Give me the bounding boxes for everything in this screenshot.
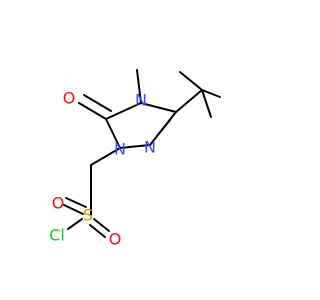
- bond-ring-c3-n4: [140, 102, 177, 113]
- bond-sulfur-chlorine: [67, 218, 83, 230]
- chemical-structure-diagram: O N N N S O O Cl: [49, 69, 221, 249]
- atom-label-layer: O N N N S O O Cl: [49, 89, 156, 249]
- atom-label-nitrogen-1: N: [114, 140, 126, 159]
- bond-ring-n4-c5: [105, 102, 142, 120]
- bond-ring-n2-c3-secondary: [156, 119, 171, 137]
- bond-sulfur-oxygen-bottom-secondary: [89, 224, 106, 238]
- atom-label-nitrogen-2: N: [144, 138, 156, 157]
- bond-tbutyl-methyl-top: [179, 71, 203, 91]
- bond-sulfur-oxygen-left-primary: [65, 197, 87, 208]
- bond-sulfur-oxygen-bottom-primary: [93, 218, 110, 232]
- bond-carbonyl-secondary: [83, 94, 112, 112]
- bond-n1-ch2: [90, 147, 121, 166]
- atom-label-nitrogen-4: N: [135, 91, 147, 110]
- atom-label-sulfur: S: [83, 206, 93, 225]
- bond-ring-c5-n1: [105, 118, 121, 149]
- atom-label-oxygen-sulfonyl-left: O: [52, 194, 65, 213]
- bond-tbutyl-ring: [175, 89, 203, 113]
- bond-n4-methyl: [136, 69, 142, 104]
- bond-tbutyl-methyl-right: [201, 89, 221, 98]
- bond-ring-n1-n2: [119, 144, 151, 149]
- atom-label-oxygen-carbonyl: O: [63, 89, 76, 108]
- atom-label-chlorine: Cl: [49, 226, 65, 245]
- bond-layer: [63, 69, 221, 238]
- bond-sulfur-oxygen-left-secondary: [63, 204, 84, 215]
- bond-tbutyl-methyl-bottom: [201, 89, 212, 118]
- bond-carbonyl-primary: [78, 102, 107, 120]
- atom-label-oxygen-sulfonyl-bottom: O: [109, 230, 122, 249]
